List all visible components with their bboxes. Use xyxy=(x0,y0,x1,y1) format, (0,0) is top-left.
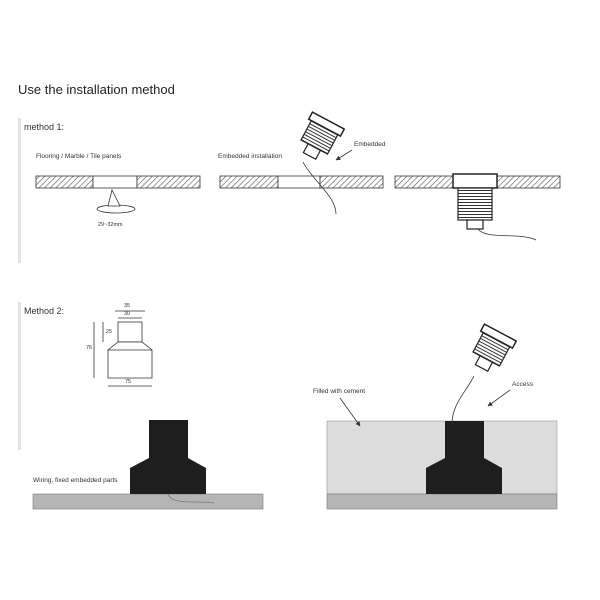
hole-size-label: 29~32mm xyxy=(98,222,123,228)
fixture-body xyxy=(457,187,493,221)
installed-cable xyxy=(477,228,537,241)
caption-flooring: Flooring / Marble / Tile panels xyxy=(36,153,122,160)
light-fixture-tilted-m2 xyxy=(472,323,518,372)
base-slab-right xyxy=(326,493,558,510)
page-title: Use the installation method xyxy=(18,82,175,97)
fixture-gland xyxy=(466,219,484,230)
fixture-cable xyxy=(302,161,337,215)
callout-access: Access xyxy=(512,381,533,388)
fixture-ring xyxy=(452,173,498,189)
embedded-part-left xyxy=(130,420,206,494)
access-arrow xyxy=(487,389,511,407)
dim-76: 76 xyxy=(86,345,93,351)
base-slab-left xyxy=(32,493,264,510)
method2-right-scene xyxy=(326,323,558,510)
dim-25: 25 xyxy=(106,329,113,335)
cement-arrow xyxy=(339,397,361,427)
floor-slab-right xyxy=(136,175,201,189)
embedded-part-right xyxy=(426,421,502,494)
light-fixture-tilted xyxy=(300,111,346,160)
method2-label: Method 2: xyxy=(24,306,65,316)
caption-embedded-installation: Embedded installation xyxy=(218,153,282,160)
drill-bit xyxy=(107,188,121,207)
callout-embedded: Embedded xyxy=(354,141,386,148)
method1-installed-panel xyxy=(394,173,561,241)
method1-embedded-panel xyxy=(219,111,384,215)
dim-75: 75 xyxy=(125,379,132,385)
method2-side-bar xyxy=(18,302,21,450)
floor-slab-left xyxy=(35,175,94,189)
floor-slab-hole xyxy=(92,175,138,189)
dim-30: 30 xyxy=(124,311,131,317)
dim-35: 35 xyxy=(124,303,131,309)
caption-wiring: Wiring, fixed embedded parts xyxy=(33,477,118,484)
method2-left-scene xyxy=(32,420,264,510)
method1-side-bar xyxy=(18,118,21,263)
embedded-part-dimension-drawing xyxy=(93,310,153,387)
caption-cement: Filled with cement xyxy=(313,388,366,395)
part-neck-outline xyxy=(117,321,143,343)
part-base-outline xyxy=(107,341,153,379)
embedded-arrow xyxy=(335,149,353,161)
method1-flooring-panel xyxy=(35,175,201,214)
method1-label: method 1: xyxy=(24,122,65,132)
